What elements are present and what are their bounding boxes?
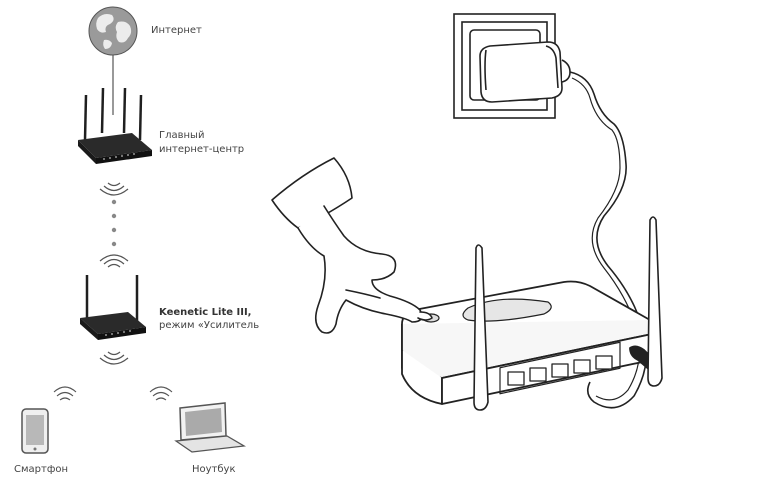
router-antenna-left: [473, 244, 489, 411]
hand-icon: [271, 157, 433, 334]
extender-router-icon: [80, 275, 146, 340]
power-cable: [569, 71, 648, 409]
smartphone-icon: [21, 386, 77, 454]
laptop-label: Ноутбук: [192, 464, 236, 475]
power-adapter-icon: [479, 41, 571, 103]
wireless-link-dots: [111, 199, 117, 247]
internet-label: Интернет: [151, 25, 202, 36]
wifi-waves-icon: [99, 351, 129, 365]
wifi-waves-icon: [99, 182, 129, 196]
power-cable-inner: [571, 77, 641, 401]
main-center-label-line2: интернет-центр: [159, 144, 245, 155]
main-center-label-line1: Главный: [159, 130, 205, 141]
router-icon: [401, 280, 660, 405]
laptop-icon: [149, 386, 247, 453]
smartphone-label: Смартфон: [14, 464, 69, 475]
router-antenna-right: [647, 216, 663, 387]
globe-icon: [88, 6, 138, 56]
main-router-icon: [78, 87, 152, 164]
extender-mode-label: режим «Усилитель: [159, 320, 260, 331]
extender-name-label: Keenetic Lite III,: [159, 307, 252, 318]
wifi-waves-icon: [99, 254, 129, 268]
